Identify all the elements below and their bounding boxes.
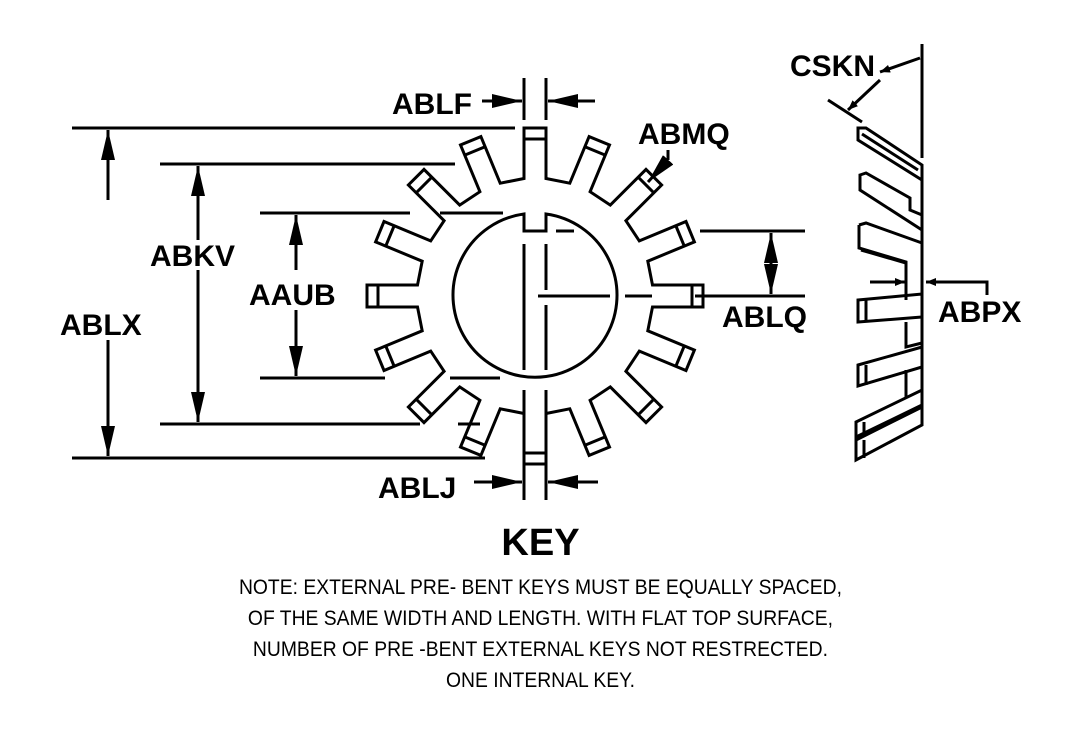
note-line-1: NOTE: EXTERNAL PRE- BENT KEYS MUST BE EQ…: [238, 576, 842, 599]
tooth-top-edge: [464, 435, 486, 447]
tooth-top-edge: [464, 145, 486, 157]
view-title: KEY: [501, 522, 580, 564]
label-abpx: ABPX: [938, 296, 1021, 329]
tooth-top-edge: [637, 398, 655, 416]
tooth-top-edge: [674, 345, 686, 367]
tooth-top-edge: [637, 176, 655, 194]
label-abmq: ABMQ: [638, 118, 730, 151]
tooth-top-edge: [384, 345, 396, 367]
tooth-top-edge: [674, 225, 686, 247]
label-ablx: ABLX: [60, 309, 142, 342]
tooth-top-edge: [415, 176, 433, 194]
label-abkv: ABKV: [150, 240, 235, 273]
label-ablq: ABLQ: [722, 301, 807, 334]
washer-side-view: [827, 44, 989, 463]
tooth-top-edge: [584, 145, 606, 157]
centerlines: [522, 78, 652, 500]
label-aaub: AAUB: [249, 279, 336, 312]
inner-bore-with-key: [451, 212, 619, 379]
tooth-top-edge: [415, 398, 433, 416]
tooth-top-edge: [584, 435, 606, 447]
tooth-top-edge: [384, 225, 396, 247]
note-line-2: OF THE SAME WIDTH AND LENGTH. WITH FLAT …: [247, 607, 833, 630]
extension-lines: [72, 126, 805, 460]
label-ablf: ABLF: [392, 88, 472, 121]
label-cskn: CSKN: [790, 50, 875, 83]
note-line-4: ONE INTERNAL KEY.: [445, 669, 635, 692]
label-ablj: ABLJ: [378, 472, 456, 505]
dimension-lines: [101, 94, 778, 489]
note-line-3: NUMBER OF PRE -BENT EXTERNAL KEYS NOT RE…: [252, 638, 828, 661]
